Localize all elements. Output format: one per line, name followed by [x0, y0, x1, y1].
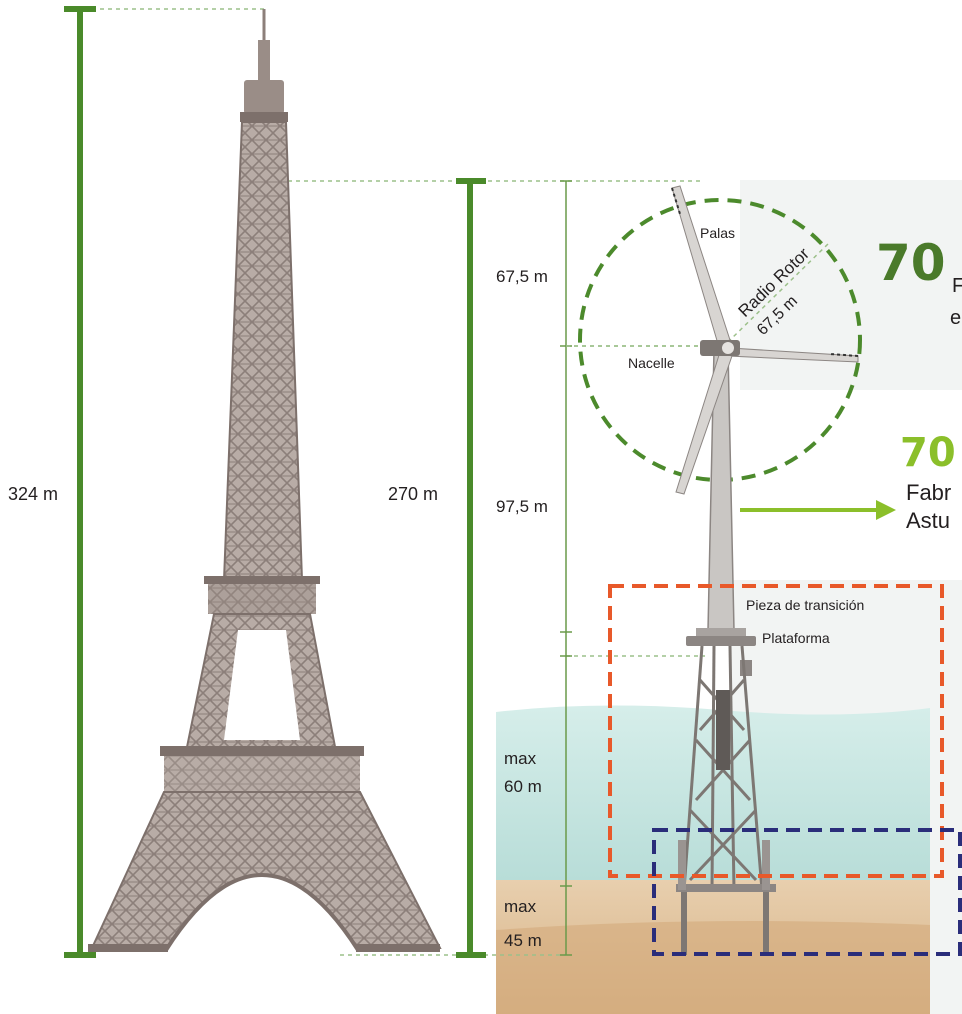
eiffel-dimension-line [64, 6, 96, 958]
water-depth-value-label: 60 m [504, 777, 542, 796]
side-heading-2-line-1: Fabr [906, 480, 951, 505]
green-arrow [740, 500, 896, 520]
segment-upper-label: 67,5 m [496, 267, 548, 286]
blades-label: Palas [700, 225, 735, 241]
seabed-depth-value-label: 45 m [504, 931, 542, 950]
water-depth-max-label: max [504, 749, 537, 768]
eiffel-height-label: 324 m [8, 484, 58, 504]
seabed-depth-max-label: max [504, 897, 537, 916]
eiffel-tower [88, 9, 442, 952]
side-heading-2: 70 [900, 430, 956, 476]
foundation-highlight-box [652, 828, 962, 956]
side-heading-1-line-1: F [952, 275, 962, 297]
segment-middle-label: 97,5 m [496, 497, 548, 516]
wind-turbine [671, 185, 859, 955]
turbine-dimension-line [456, 178, 486, 958]
transition-piece-label: Pieza de transición [746, 597, 864, 613]
side-heading-1-line-2: e [950, 307, 961, 329]
platform-label: Plataforma [762, 630, 830, 646]
side-heading-1: 70 t [876, 234, 962, 292]
turbine-height-label: 270 m [388, 484, 438, 504]
jacket-highlight-box [608, 584, 944, 878]
side-heading-2-line-2: Astu [906, 508, 950, 533]
nacelle-label: Nacelle [628, 355, 675, 371]
